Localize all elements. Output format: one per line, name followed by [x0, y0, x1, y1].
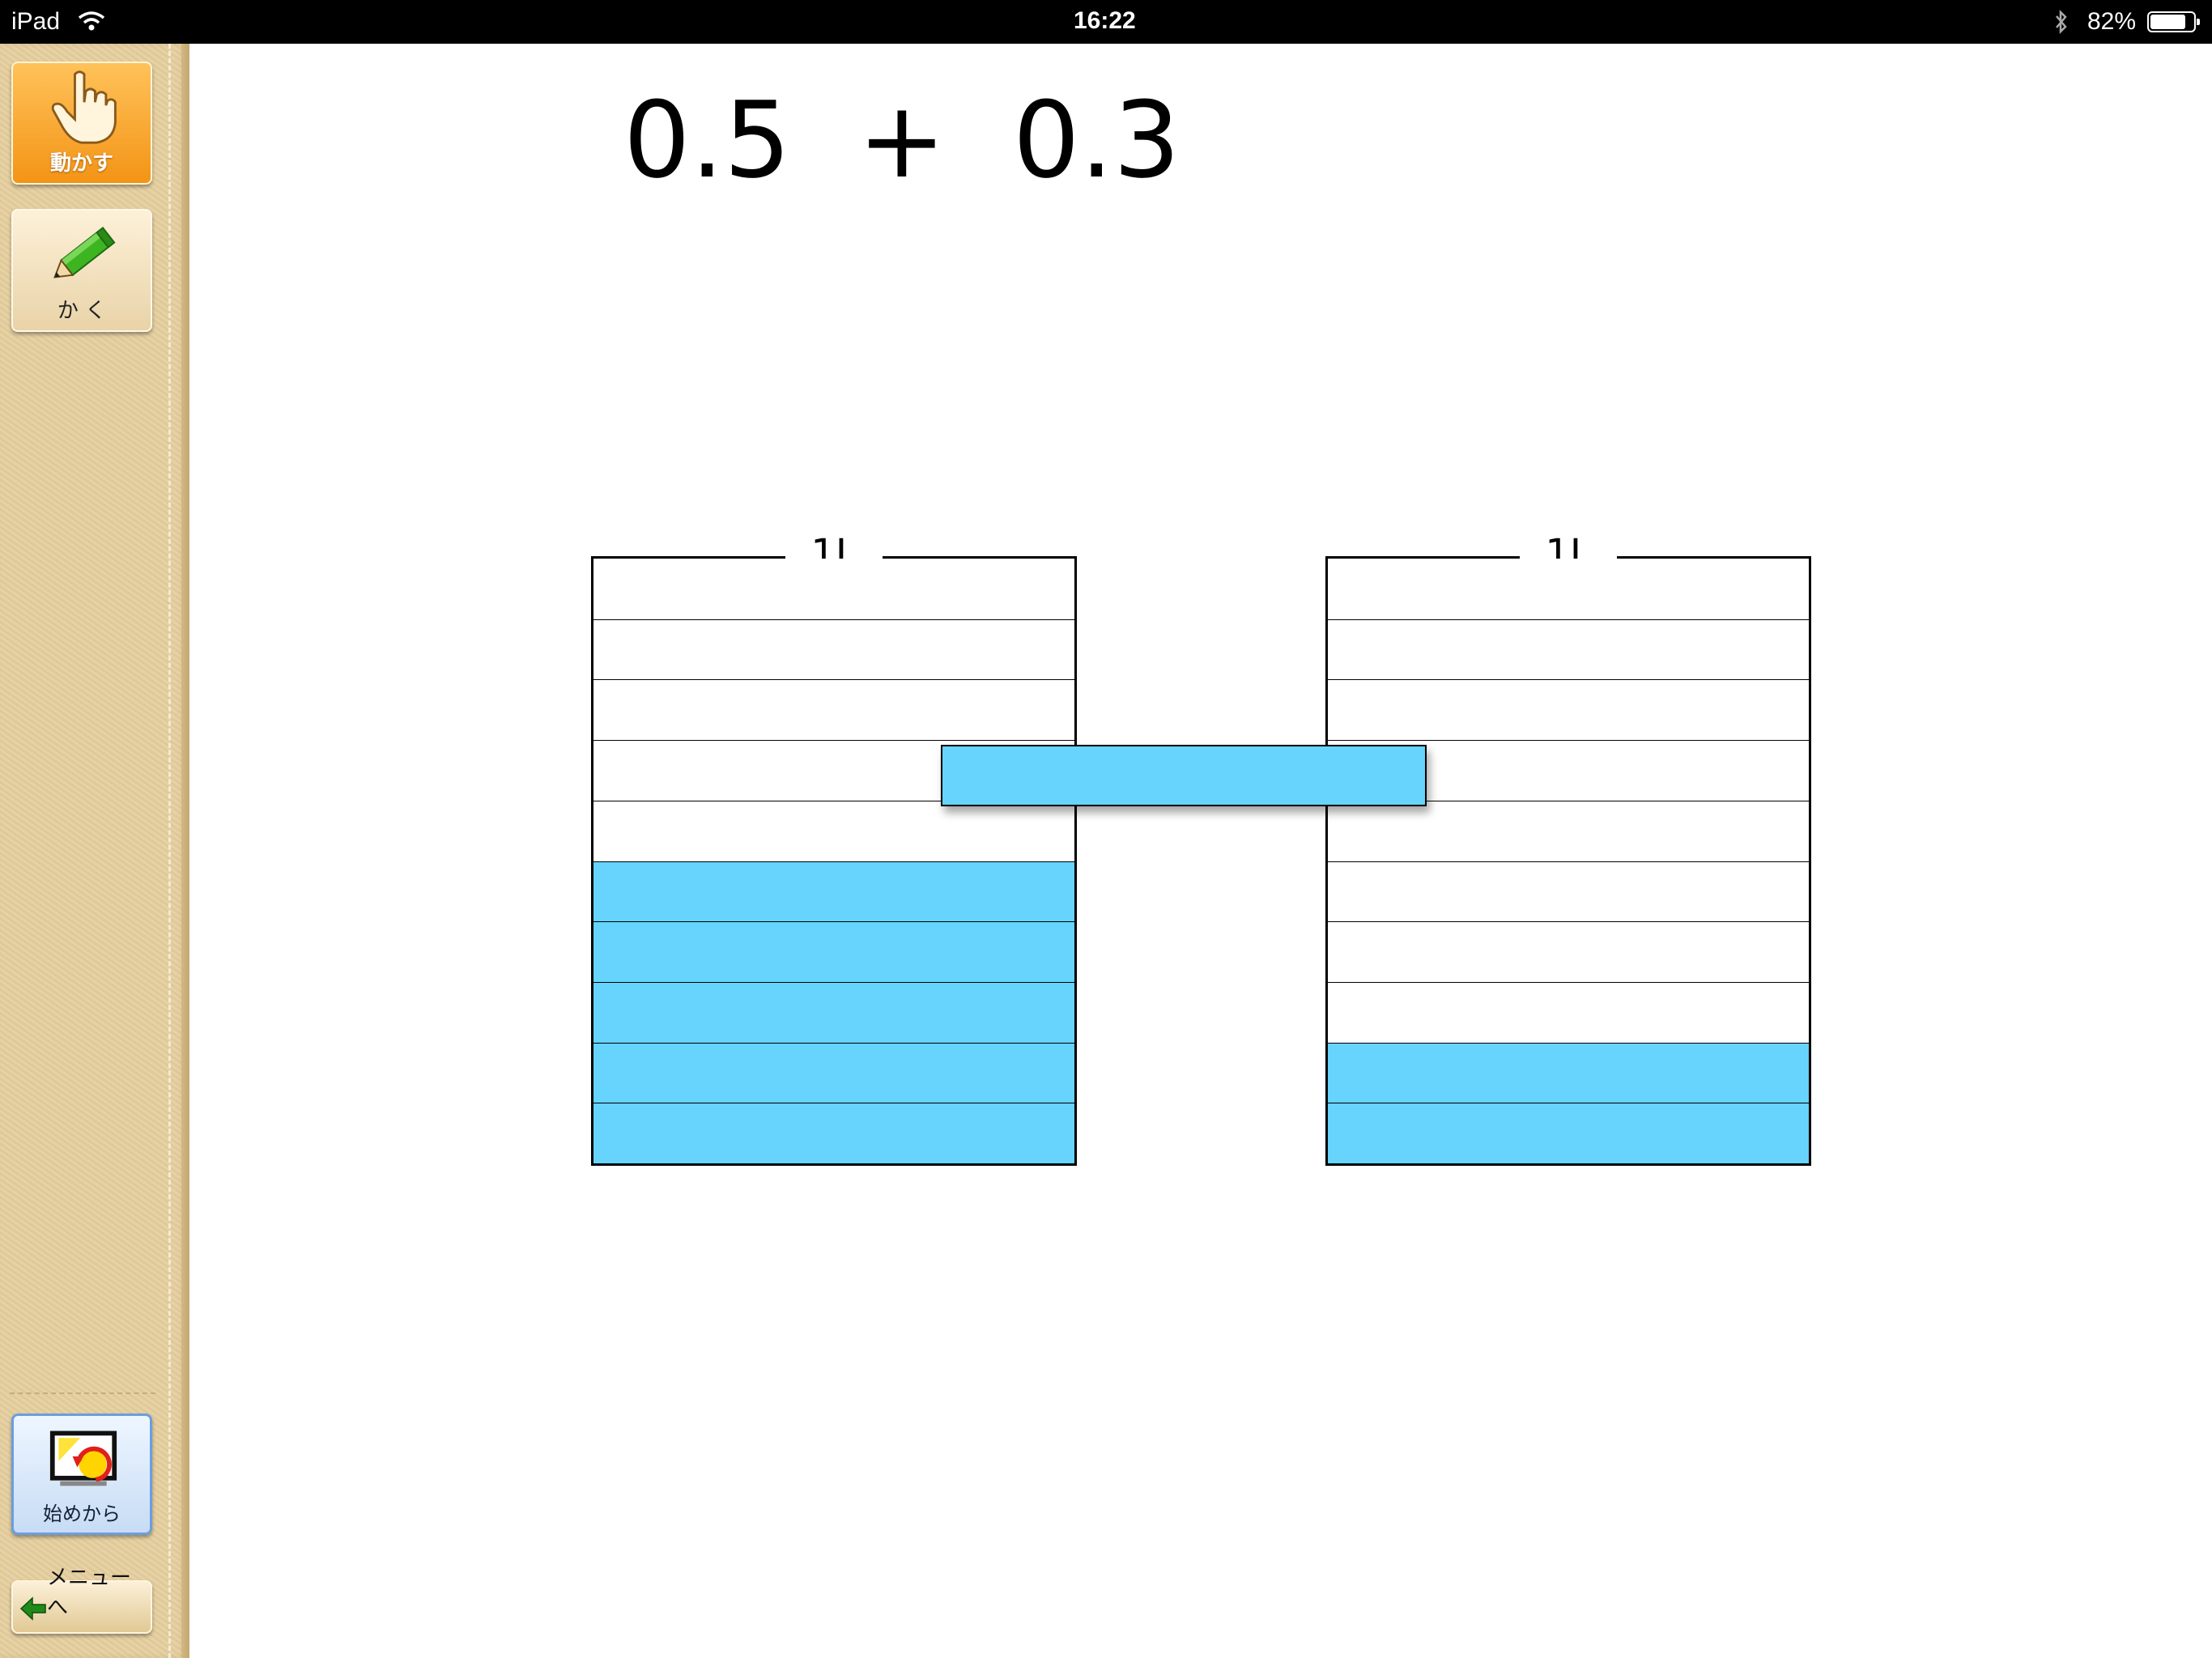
back-arrow-icon — [19, 1596, 46, 1621]
water-cell-filled — [1328, 1042, 1809, 1103]
water-cell-filled — [1328, 1103, 1809, 1163]
water-cell-empty — [1328, 800, 1809, 861]
cup-rim-left — [591, 556, 785, 559]
back-to-menu-label: メニューへ — [47, 1566, 132, 1620]
cup-rim-right — [1617, 556, 1811, 559]
reset-button[interactable]: 始めから — [11, 1414, 152, 1535]
restart-icon — [49, 1431, 117, 1486]
water-cell-filled — [593, 861, 1074, 922]
pencil-icon — [53, 227, 116, 278]
move-tool-label: 動かす — [49, 151, 113, 176]
water-cell-empty — [1328, 981, 1809, 1043]
status-bar: iPad 16:22 82% — [0, 0, 2212, 44]
battery-percent: 82% — [2087, 8, 2137, 35]
liter-cup-right: 1L — [1325, 531, 1811, 1166]
clock: 16:22 — [1074, 7, 1136, 34]
move-tool-button[interactable]: 動かす — [11, 62, 152, 185]
sidebar-edge — [181, 44, 189, 1658]
bluetooth-icon — [2056, 9, 2067, 35]
water-cell-empty — [593, 619, 1074, 680]
hand-pointer-icon — [51, 70, 117, 144]
water-cell-empty — [593, 559, 1074, 619]
water-cell-empty — [1328, 921, 1809, 982]
plus-sign: + — [857, 79, 946, 202]
reset-label: 始めから — [43, 1503, 121, 1525]
draggable-water-block[interactable] — [941, 745, 1427, 806]
water-cell-filled — [593, 1042, 1074, 1103]
water-cell-empty — [1328, 861, 1809, 922]
addend-left: 0.5 — [623, 79, 791, 202]
water-cell-filled — [593, 981, 1074, 1043]
water-cell-empty — [593, 800, 1074, 861]
draw-tool-label: か く — [57, 299, 107, 323]
cup-rim-right — [883, 556, 1077, 559]
battery-icon — [2147, 11, 2200, 32]
water-cell-empty — [1328, 559, 1809, 619]
liter-cup-left: 1L — [591, 531, 1077, 1166]
water-cell-empty — [1328, 679, 1809, 741]
water-cell-empty — [593, 679, 1074, 741]
water-cell-filled — [593, 921, 1074, 982]
water-cell-filled — [593, 1103, 1074, 1163]
cup-rim-left — [1325, 556, 1520, 559]
wifi-icon — [78, 11, 105, 31]
device-name: iPad — [11, 8, 61, 35]
water-cell-empty — [1328, 619, 1809, 680]
battery-level — [2150, 15, 2185, 29]
draw-tool-button[interactable]: か く — [11, 209, 152, 332]
sidebar-stitching — [168, 44, 171, 1658]
addend-right: 0.3 — [1013, 79, 1180, 202]
back-to-menu-button[interactable]: メニューへ — [11, 1566, 152, 1634]
equation: 0.5 + 0.3 — [623, 87, 1180, 193]
sidebar-divider — [10, 1392, 155, 1394]
